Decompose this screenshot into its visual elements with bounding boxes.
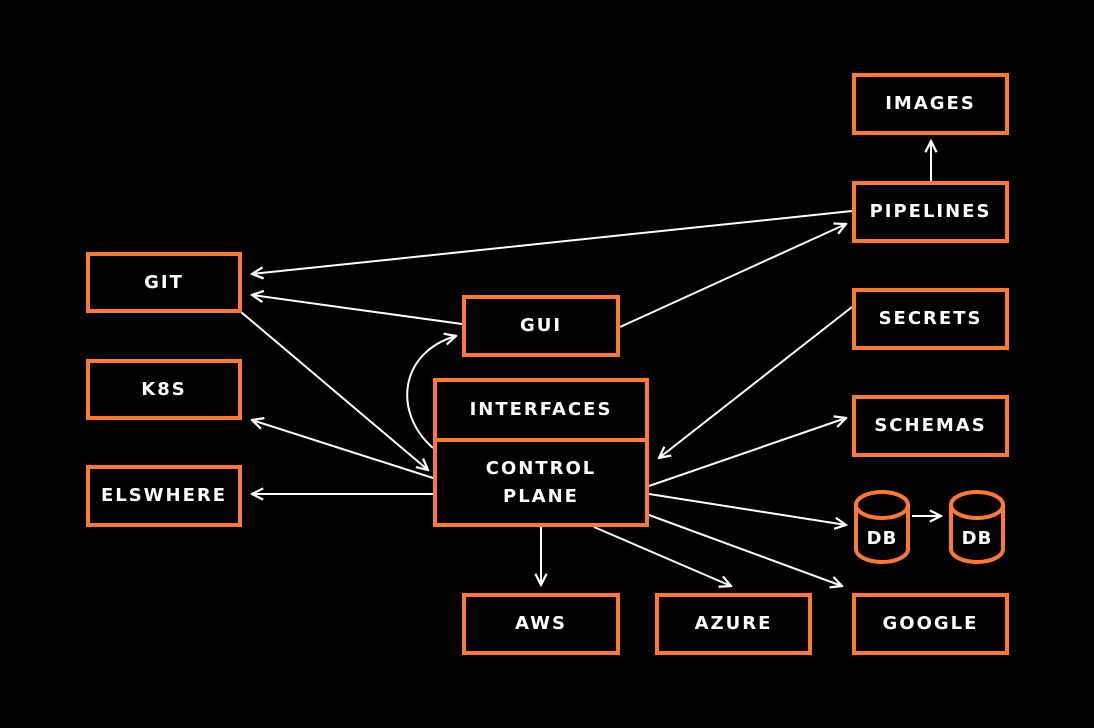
node-git-label: GIT <box>144 271 184 293</box>
node-images: IMAGES <box>852 73 1009 135</box>
arrow-control-plane-to-google <box>648 514 842 586</box>
node-db-1-label: DB <box>866 528 898 549</box>
arrow-control-plane-to-db <box>648 493 846 525</box>
node-pipelines: PIPELINES <box>852 181 1009 243</box>
arrow-gui-to-pipelines <box>619 224 846 328</box>
arrow-control-plane-to-azure <box>593 526 731 586</box>
node-aws-label: AWS <box>515 613 567 634</box>
arrow-git-to-control-plane <box>240 311 428 470</box>
node-k8s-label: K8S <box>141 378 187 400</box>
node-gui: GUI <box>462 295 620 357</box>
node-interfaces: INTERFACES <box>433 378 649 442</box>
node-google: GOOGLE <box>852 593 1009 655</box>
node-azure: AZURE <box>655 593 812 655</box>
node-gui-label: GUI <box>519 315 563 336</box>
database-icon <box>854 490 910 564</box>
arrow-control-plane-to-schemas <box>648 418 846 487</box>
node-k8s: K8S <box>86 359 242 420</box>
arrow-pipelines-to-git <box>252 210 853 274</box>
arrow-control-plane-to-k8s <box>252 420 434 479</box>
node-control-plane: CONTROL PLANE <box>433 438 649 527</box>
node-secrets-label: SECRETS <box>878 308 983 329</box>
node-schemas: SCHEMAS <box>852 395 1009 457</box>
node-control-plane-label: CONTROL PLANE <box>485 457 597 507</box>
node-pipelines-label: PIPELINES <box>869 201 992 222</box>
node-db-2-label: DB <box>961 528 993 549</box>
arrow-secrets-to-control-plane <box>659 306 853 458</box>
node-db-1: DB <box>852 488 912 566</box>
database-icon <box>949 490 1005 564</box>
arrow-control-plane-to-gui <box>406 336 456 449</box>
node-schemas-label: SCHEMAS <box>874 415 987 436</box>
node-db-2: DB <box>947 488 1007 566</box>
node-aws: AWS <box>462 593 620 655</box>
node-elswhere-label: ELSWHERE <box>100 485 228 506</box>
node-images-label: IMAGES <box>885 93 976 114</box>
node-secrets: SECRETS <box>852 288 1009 350</box>
node-git: GIT <box>86 252 242 313</box>
arrow-gui-to-git <box>252 295 463 325</box>
node-elswhere: ELSWHERE <box>86 465 242 527</box>
node-azure-label: AZURE <box>694 613 773 634</box>
node-google-label: GOOGLE <box>882 613 979 634</box>
node-interfaces-label: INTERFACES <box>469 399 613 420</box>
